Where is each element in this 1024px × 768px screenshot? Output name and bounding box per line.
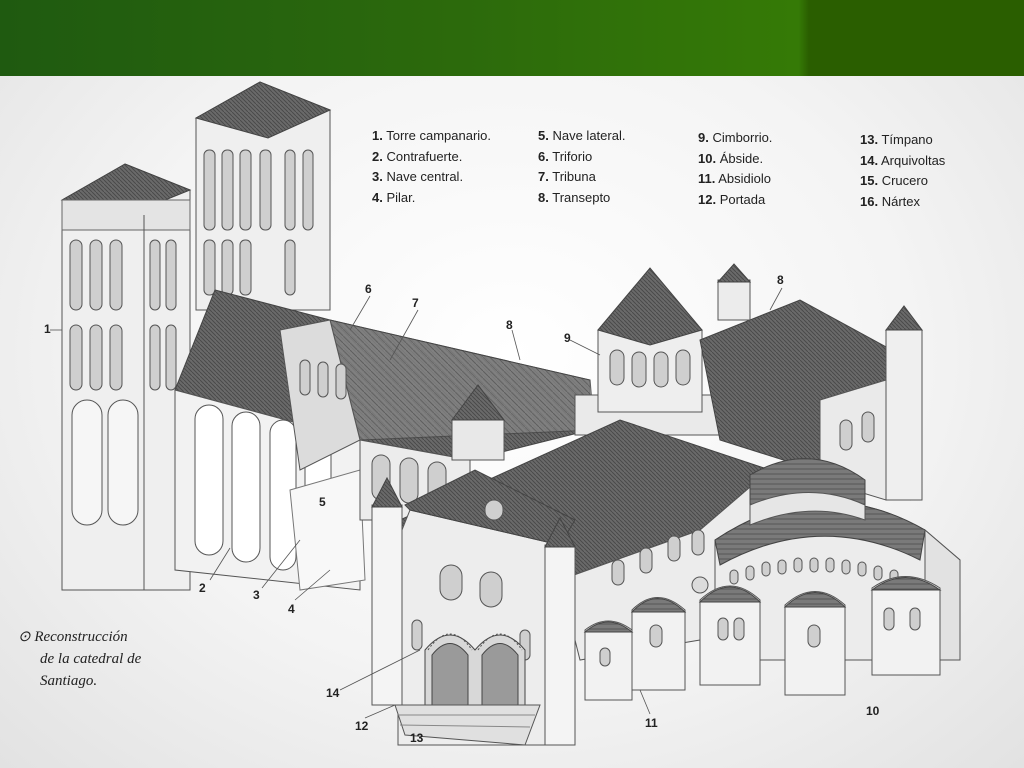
callout-6: 6 bbox=[365, 282, 372, 296]
legend-label: Tímpano bbox=[881, 132, 933, 147]
legend-number: 11. bbox=[698, 171, 716, 186]
legend-number: 16. bbox=[860, 193, 879, 209]
legend-label: Cimborrio. bbox=[712, 130, 773, 145]
legend-number: 13. bbox=[860, 132, 879, 147]
legend-label: Nave central. bbox=[386, 169, 464, 184]
legend-number: 6. bbox=[538, 148, 549, 164]
callout-10: 10 bbox=[866, 704, 880, 718]
title-banner bbox=[0, 0, 1024, 76]
caption-line-1: Reconstrucción bbox=[34, 629, 128, 645]
legend-column-3: 9. Cimborrio. 10. Ábside. 11. Absidiolo … bbox=[698, 128, 772, 210]
transept-north bbox=[699, 263, 923, 501]
callout-3: 3 bbox=[253, 588, 260, 602]
legend-label: Nave lateral. bbox=[552, 128, 626, 143]
legend-label: Absidiolo bbox=[718, 171, 772, 186]
callout-11: 11 bbox=[645, 716, 658, 730]
legend-label: Arquivoltas bbox=[880, 152, 946, 168]
caption-symbol-icon: ⊙ bbox=[18, 629, 31, 645]
legend-label: Crucero bbox=[881, 173, 928, 188]
legend-number: 10. bbox=[698, 150, 717, 166]
legend-number: 4. bbox=[372, 189, 383, 205]
callout-8: 8 bbox=[506, 318, 513, 332]
crossing-tower bbox=[574, 267, 726, 436]
callout-1: 1 bbox=[44, 322, 51, 336]
legend-number: 15. bbox=[860, 173, 879, 188]
legend-number: 3. bbox=[372, 169, 383, 184]
south-portal bbox=[371, 469, 576, 746]
bell-tower-right bbox=[194, 81, 332, 311]
legend-label: Transepto bbox=[552, 189, 611, 205]
callout-13: 13 bbox=[410, 731, 424, 745]
legend-label: Triforio bbox=[552, 148, 593, 164]
legend-number: 12. bbox=[698, 191, 717, 207]
callout-8-second: 8 bbox=[777, 273, 784, 287]
legend-column-2: 5. Nave lateral. 6. Triforio 7. Tribuna … bbox=[538, 126, 625, 208]
legend-label: Contrafuerte. bbox=[386, 148, 463, 164]
legend-column-1: 1. Torre campanario. 2. Contrafuerte. 3.… bbox=[372, 126, 491, 208]
nave-cutaway bbox=[174, 319, 366, 591]
legend-number: 5. bbox=[538, 128, 549, 143]
legend-label: Ábside. bbox=[719, 150, 764, 166]
caption-line-3: Santiago. bbox=[40, 673, 98, 689]
callout-14: 14 bbox=[326, 686, 340, 700]
legend-number: 1. bbox=[372, 128, 383, 143]
figure-caption: ⊙ Reconstrucción de la catedral de Santi… bbox=[18, 626, 188, 692]
callout-2: 2 bbox=[199, 581, 206, 595]
legend-number: 14. bbox=[860, 152, 879, 168]
legend-number: 2. bbox=[372, 148, 383, 164]
bell-tower-left bbox=[60, 163, 192, 591]
legend-label: Tribuna bbox=[552, 169, 596, 184]
legend-number: 7. bbox=[538, 169, 549, 184]
callout-leaders bbox=[50, 287, 783, 719]
legend-number: 9. bbox=[698, 130, 709, 145]
apse-chapels bbox=[583, 576, 942, 701]
callout-4: 4 bbox=[288, 602, 295, 616]
callout-12: 12 bbox=[355, 719, 369, 733]
legend-column-4: 13. Tímpano 14. Arquivoltas 15. Crucero … bbox=[860, 130, 945, 212]
legend-label: Nártex bbox=[881, 193, 920, 209]
legend-number: 8. bbox=[538, 189, 549, 205]
legend-label: Portada bbox=[719, 191, 766, 207]
callout-7: 7 bbox=[412, 296, 419, 310]
callout-9: 9 bbox=[564, 331, 571, 345]
legend-label: Pilar. bbox=[386, 189, 416, 205]
legend-label: Torre campanario. bbox=[386, 128, 492, 143]
caption-line-2: de la catedral de bbox=[40, 651, 142, 667]
callout-5: 5 bbox=[319, 495, 326, 509]
